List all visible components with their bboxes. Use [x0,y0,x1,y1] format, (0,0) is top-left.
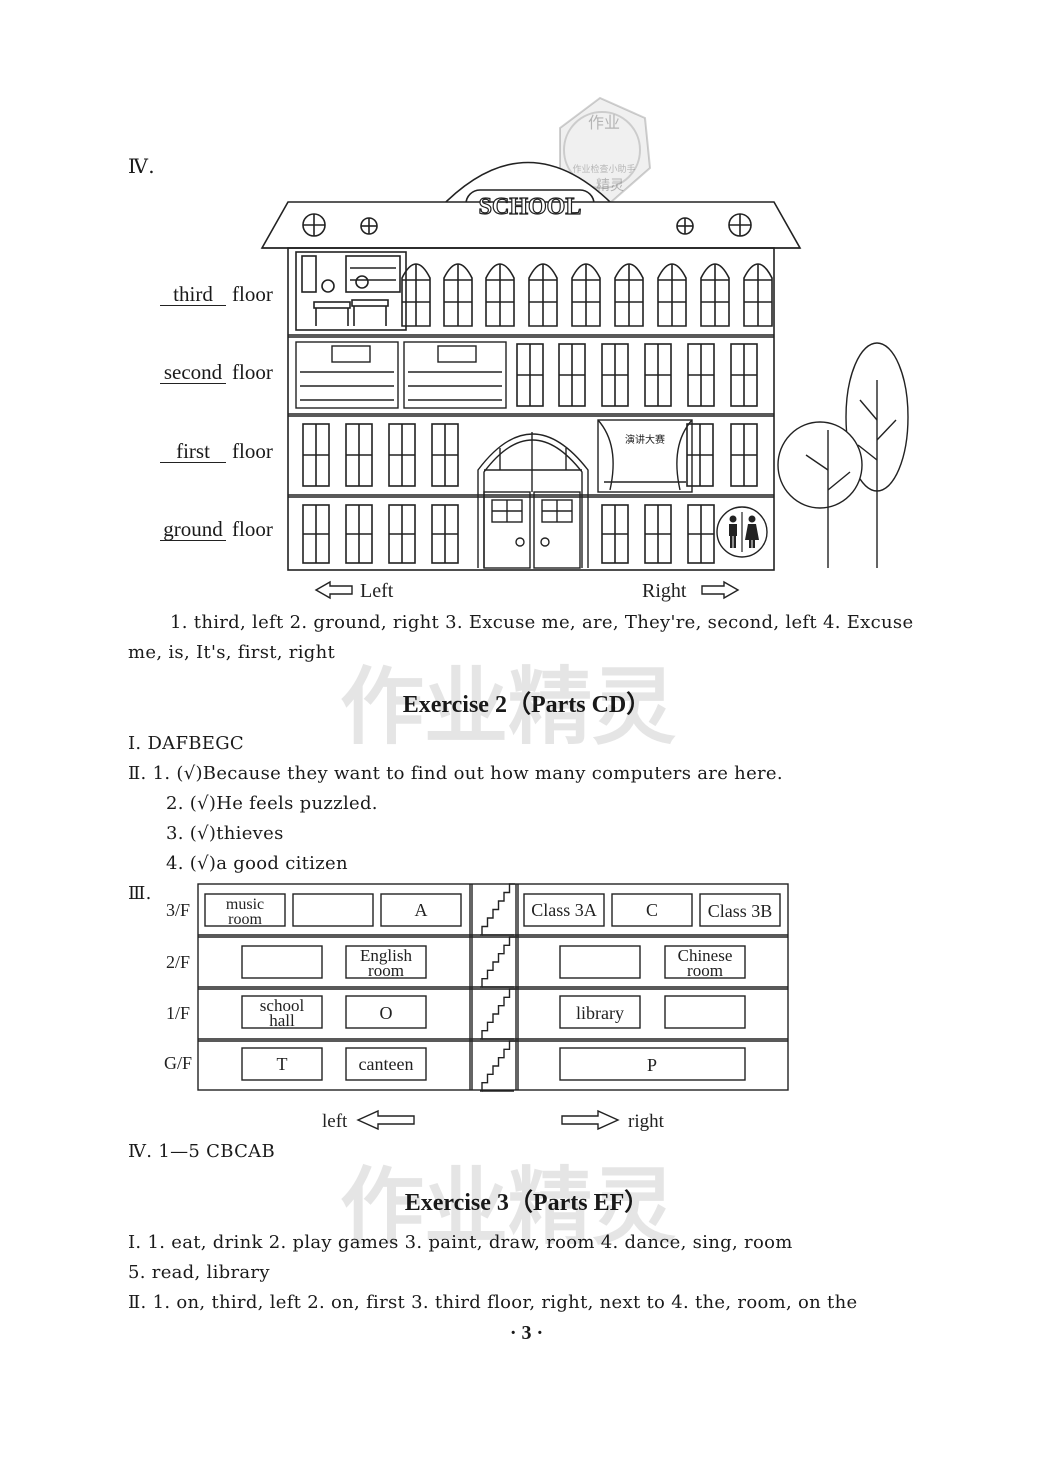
watermark-1: 作业精灵 [340,658,677,756]
exercise2-part-ii-2: 2. (√)He feels puzzled. [166,793,378,814]
exercise2-part-i: Ⅰ. DAFBEGC [128,733,244,754]
school-building-illustration: SCHOOL 演讲大赛 Left Right [260,161,909,602]
floor-gf: G/F [164,1053,192,1073]
floor-label-first: first floor [160,439,273,464]
right-label: Right [642,580,687,602]
room-3f-right-1: Class 3A [531,900,597,920]
section-iv-answers-line1: 1. third, left 2. ground, right 3. Excus… [170,612,914,633]
room-g-right-1: P [647,1055,657,1075]
exercise3-part-i-line2: 5. read, library [128,1262,270,1283]
floor-word: floor [232,282,273,306]
left-label: Left [360,580,394,602]
floor-2f: 2/F [166,952,190,972]
section-iv-answers-line2: me, is, It's, first, right [128,642,336,663]
exercise2-part-ii-3: 3. (√)thieves [166,823,284,844]
room-1f-right-1: library [576,1003,624,1023]
exercise3-title: Exercise 3（Parts EF） [404,1190,649,1216]
plan-left-label: left [322,1111,348,1132]
stamp-top: 作业 [588,114,620,132]
plan-right-label: right [628,1111,665,1132]
stamp-bottom: 精灵 [596,178,624,194]
floor-answer: second [160,361,226,384]
exercise2-title: Exercise 2（Parts CD） [402,692,651,718]
exercise3-part-ii-line1: Ⅱ. 1. on, third, left 2. on, first 3. th… [128,1292,858,1313]
watermark-2: 作业精灵 [340,1158,677,1256]
room-g-left-1: T [277,1054,288,1074]
exercise3-part-i-line1: Ⅰ. 1. eat, drink 2. play games 3. paint,… [128,1232,793,1253]
floor-answer: third [160,283,226,306]
room-g-left-2: canteen [359,1054,414,1074]
floor-label-third: third floor [160,282,273,307]
floor-3f: 3/F [166,900,190,920]
floor-word: floor [232,360,273,384]
room-3f-right-3: Class 3B [708,901,773,921]
floor-label-ground: ground floor [160,517,273,542]
stamp-middle: 作业检查小助手 [572,163,635,174]
room-3f-left-3: A [415,900,428,920]
floor-word: floor [232,439,273,463]
page-number: · 3 · [509,1322,544,1344]
floor-label-second: second floor [160,360,273,385]
exercise2-part-iii-label: Ⅲ. [128,883,152,904]
exercise2-part-ii-1: Ⅱ. 1. (√)Because they want to find out h… [128,763,783,784]
exercise2-part-iv: Ⅳ. 1—5 CBCAB [128,1141,275,1162]
section-iv-label: Ⅳ. [128,154,155,178]
room-1f-left-2: O [380,1003,393,1023]
floor-answer: ground [160,518,226,541]
stage-sign: 演讲大赛 [625,433,665,446]
room-3f-right-2: C [646,900,658,920]
floor-answer: first [160,440,226,463]
floor-word: floor [232,517,273,541]
school-sign: SCHOOL [479,194,582,220]
floor-1f: 1/F [166,1003,190,1023]
exercise2-part-ii-4: 4. (√)a good citizen [166,853,348,874]
